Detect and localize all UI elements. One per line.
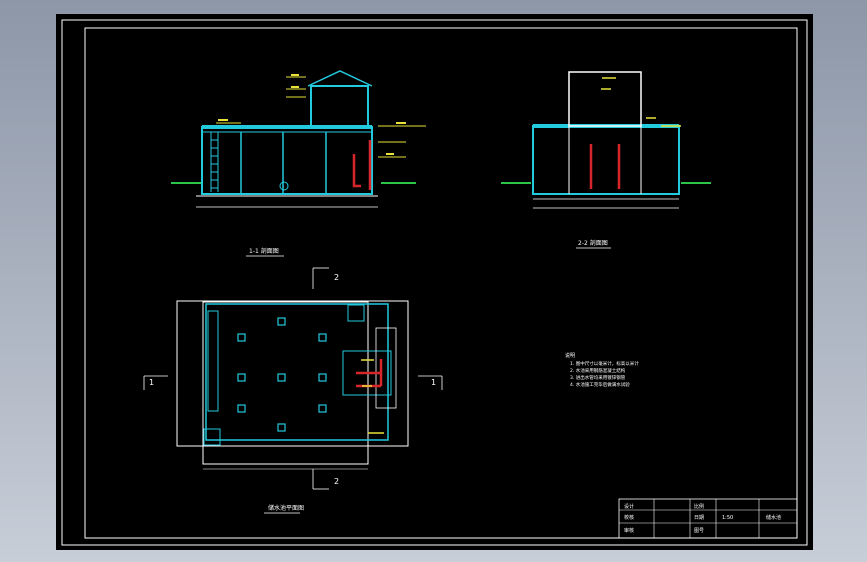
plan-tank-wall xyxy=(205,303,389,441)
tb-cell-date: 日期 xyxy=(694,515,704,521)
plan-columns xyxy=(237,317,327,432)
tb-cell-number: 图号 xyxy=(694,528,704,534)
drawing-sheet: 1-1 剖面图 2-2 剖面图 xyxy=(61,19,808,546)
note-line-4: 4. 水池施工完毕后做满水试验 xyxy=(570,381,630,388)
section-1-1 xyxy=(171,70,426,208)
outer-border xyxy=(61,19,808,546)
tb-cell-design: 设计 xyxy=(624,503,634,510)
tb-cell-check: 校核 xyxy=(624,514,634,521)
notes-block: 说明 1. 图中尺寸以毫米计，标高以米计 2. 水池采用钢筋混凝土结构 3. 进… xyxy=(565,352,639,388)
plan-view xyxy=(176,300,409,470)
cut-markers: 2 2 1 1 xyxy=(143,267,443,490)
inner-border xyxy=(84,27,798,539)
plan-outer xyxy=(176,300,409,447)
title-block: 设计 校核 审核 比例 日期 图号 1:50 储水池 xyxy=(618,498,798,539)
note-line-2: 2. 水池采用钢筋混凝土结构 xyxy=(570,367,626,374)
cut-marker-top: 2 xyxy=(334,273,339,282)
section-1-1-label: 1-1 剖面图 xyxy=(249,247,279,255)
note-line-3: 3. 进出水管均采用镀锌钢管 xyxy=(570,374,626,381)
tb-cell-scale: 比例 xyxy=(694,503,704,510)
cad-viewport[interactable]: 1-1 剖面图 2-2 剖面图 xyxy=(56,14,813,550)
notes-heading: 说明 xyxy=(565,352,575,359)
tb-cell-title: 储水池 xyxy=(766,514,781,521)
valve-house xyxy=(310,85,369,128)
valve-house-2 xyxy=(568,71,642,127)
cut-marker-left: 1 xyxy=(149,378,154,387)
top-slab xyxy=(202,125,372,129)
note-line-1: 1. 图中尺寸以毫米计，标高以米计 xyxy=(570,360,639,367)
tank-shell-2 xyxy=(532,125,680,195)
cut-marker-right: 1 xyxy=(431,378,436,387)
section-2-2-label: 2-2 剖面图 xyxy=(578,239,608,247)
tb-cell-scale-value: 1:50 xyxy=(722,515,733,521)
cut-marker-bottom: 2 xyxy=(334,477,339,486)
section-2-2 xyxy=(501,71,711,209)
plan-label: 储水池平面图 xyxy=(268,504,304,512)
tb-cell-review: 审核 xyxy=(624,527,634,534)
inlet-pipe xyxy=(352,154,361,188)
